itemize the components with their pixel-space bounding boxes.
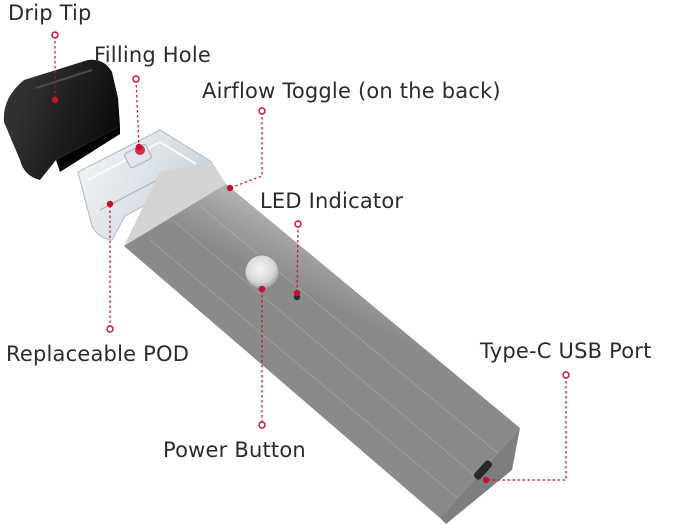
- power-button-part: [244, 254, 280, 290]
- label-replaceable-pod: Replaceable POD: [6, 342, 190, 366]
- leader-lines: [54, 36, 567, 481]
- label-filling-hole: Filling Hole: [94, 43, 211, 67]
- label-airflow-toggle: Airflow Toggle (on the back): [202, 79, 501, 103]
- label-type-c-usb-port: Type-C USB Port: [480, 339, 652, 363]
- label-drip-tip: Drip Tip: [8, 1, 92, 25]
- leader-dots: [51, 31, 570, 484]
- label-power-button: Power Button: [163, 438, 306, 462]
- device-body: [124, 162, 520, 524]
- drip-tip-part: [3, 59, 120, 180]
- label-led-indicator: LED Indicator: [260, 189, 404, 213]
